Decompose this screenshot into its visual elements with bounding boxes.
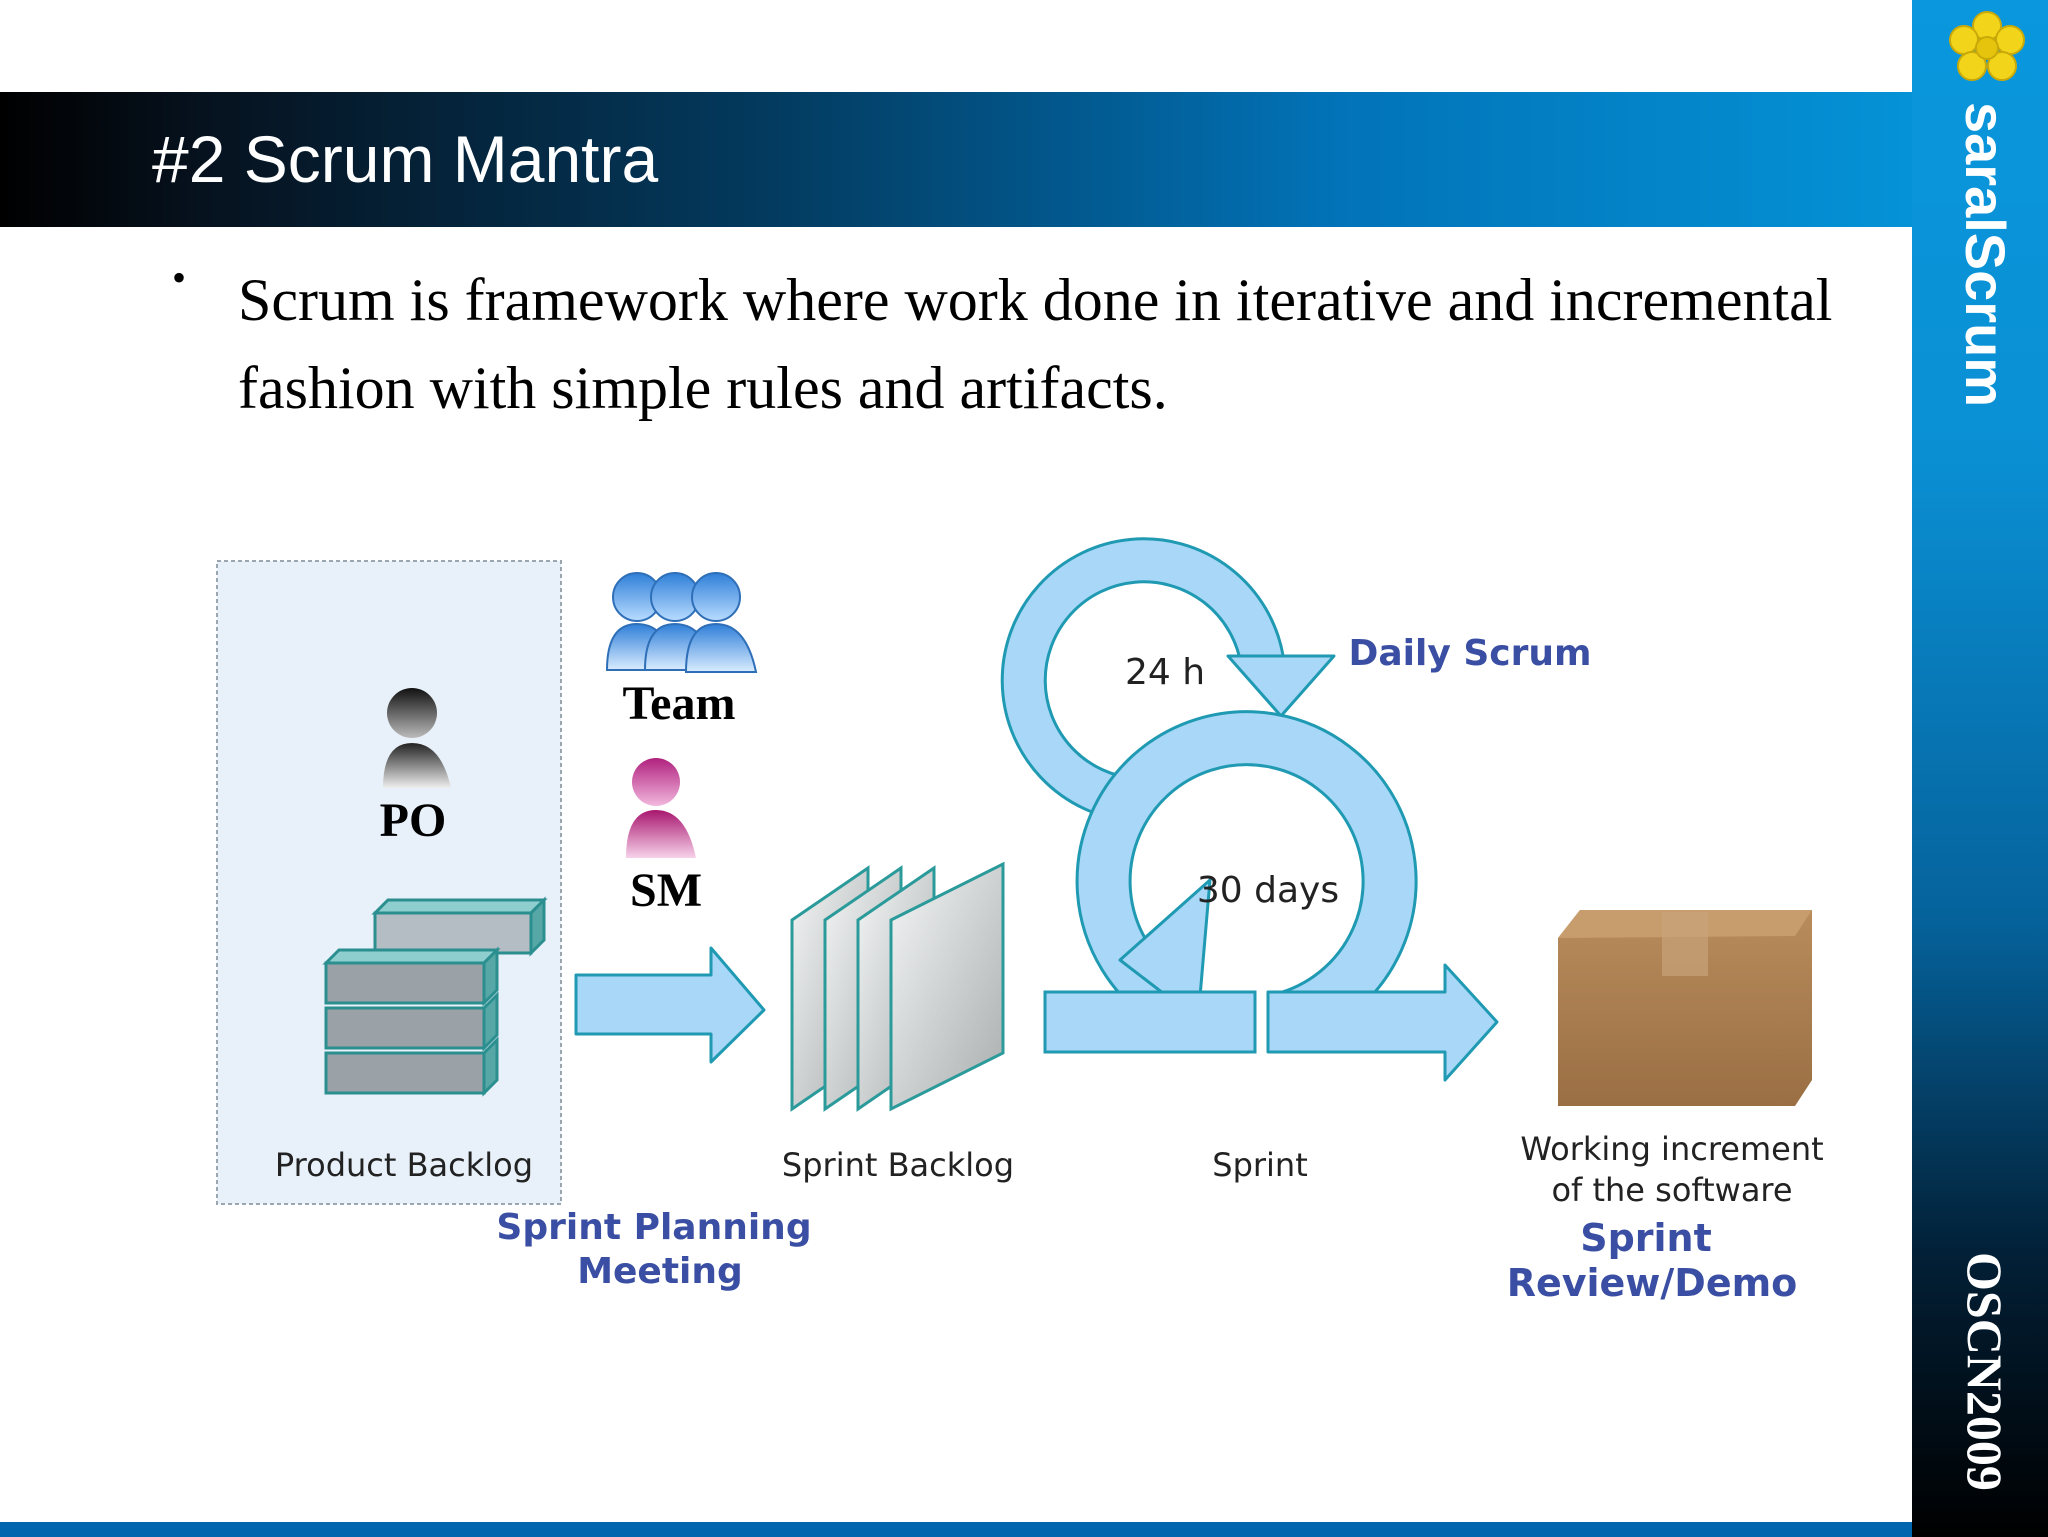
sprint-label: Sprint [1212, 1146, 1308, 1184]
sprint-backlog-label: Sprint Backlog [782, 1146, 1014, 1184]
sprint-planning-label-line-2: Meeting [577, 1251, 743, 1292]
brand-name: saralScrum [1954, 102, 2017, 408]
side-branding-bar [1912, 0, 2048, 1537]
increment-label-line-2: of the software [1551, 1171, 1792, 1209]
yellow-flower-icon [1949, 11, 2025, 81]
sprint-cycle-label: 30 days [1197, 870, 1339, 911]
title-bar [0, 92, 1912, 227]
daily-cycle-label: 24 h [1125, 652, 1205, 693]
sm-label: SM [630, 864, 702, 917]
bullet-marker: • [172, 255, 187, 300]
sprint-planning-arrow [574, 946, 766, 1064]
bottom-rule [0, 1522, 1912, 1537]
scrum-master-icon [626, 758, 696, 858]
sprint-backlog-sheets-icon [790, 861, 1005, 1112]
increment-label-line-1: Working increment [1520, 1130, 1823, 1168]
team-icon [605, 572, 758, 673]
review-label-line-2: Review/Demo [1507, 1261, 1798, 1305]
product-backlog-area [216, 560, 562, 1205]
bullet-text: Scrum is framework where work done in it… [238, 267, 1833, 421]
product-increment-box-icon [1558, 910, 1812, 1106]
event-name: OSCN2009 [1957, 1252, 2013, 1491]
sprint-planning-label-line-1: Sprint Planning [496, 1207, 811, 1248]
team-label: Team [623, 677, 736, 730]
product-backlog-label: Product Backlog [275, 1146, 533, 1184]
po-label: PO [380, 794, 447, 847]
slide-title: #2 Scrum Mantra [152, 122, 659, 196]
product-backlog-stack-icon [322, 896, 548, 1097]
product-owner-icon [383, 688, 451, 788]
daily-scrum-loop-arrow [1000, 537, 1336, 823]
sprint-cycle-arrow [1043, 710, 1499, 1082]
daily-scrum-label: Daily Scrum [1348, 633, 1591, 674]
review-label-line-1: Sprint [1580, 1216, 1712, 1260]
